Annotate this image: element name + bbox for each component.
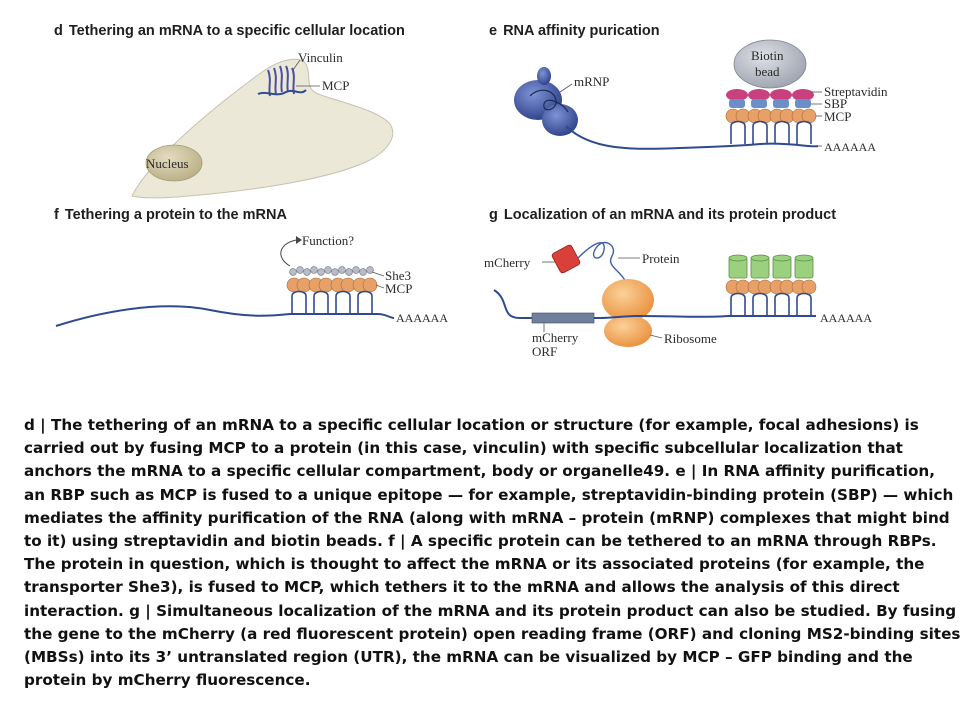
- mcherry-protein: [551, 244, 581, 274]
- panel-d-title: d Tethering an mRNA to a specific cellula…: [54, 23, 405, 39]
- panel-e-title: e RNA affinity purication: [489, 23, 660, 39]
- label-polya: AAAAAA: [396, 311, 448, 325]
- figure-illustration: Vinculin MCP Nucleus mRNP Biotin bead: [55, 39, 888, 359]
- panel-g-diagram: mCherry Protein Ribosome mCherry ORF: [484, 241, 872, 359]
- caption-line: an RBP such as MCP is fused to a unique …: [24, 485, 954, 504]
- panel-e-diagram: mRNP Biotin bead Str: [514, 39, 888, 154]
- biotin-bead: [733, 39, 807, 89]
- caption-line: anchors the mRNA to a specific cellular …: [24, 462, 935, 481]
- stem-loops: [730, 120, 812, 144]
- stem-loops: [291, 290, 373, 314]
- panel-letter: e: [489, 23, 498, 39]
- figure-caption: d | The tethering of an mRNA to a specif…: [24, 414, 961, 692]
- label-mcp: MCP: [322, 78, 349, 93]
- label-mcp: MCP: [824, 109, 851, 124]
- panel-letter: g: [489, 207, 498, 223]
- rna-strand: [257, 89, 307, 96]
- nucleus-shape: [145, 144, 203, 182]
- she3-row: [289, 266, 374, 276]
- caption-line: to it) using streptavidin and biotin bea…: [24, 532, 937, 551]
- rna-strand: [493, 289, 816, 319]
- caption-line: The protein in question, which is though…: [24, 555, 925, 574]
- panel-f-diagram: Function? She3 MCP AAAAAA: [55, 233, 448, 327]
- caption-line: interaction. g | Simultaneous localizati…: [24, 601, 957, 620]
- panel-title-text: RNA affinity purication: [503, 23, 660, 39]
- label-polya: AAAAAA: [824, 140, 876, 154]
- ribosome-large: [602, 279, 654, 321]
- rna-strand: [55, 305, 395, 327]
- label-she3: She3: [385, 268, 411, 283]
- panel-title-text: Localization of an mRNA and its protein …: [503, 207, 837, 223]
- panel-d-diagram: Vinculin MCP Nucleus: [131, 50, 394, 199]
- label-nucleus: Nucleus: [146, 156, 189, 171]
- mrnp-complex: [514, 67, 578, 136]
- label-ribosome: Ribosome: [664, 331, 717, 346]
- mcp-row: [286, 277, 378, 293]
- panel-letter: d: [54, 23, 63, 39]
- label-bead: bead: [755, 64, 780, 79]
- ribosome-small: [604, 315, 652, 347]
- label-mcp: MCP: [385, 281, 412, 296]
- label-vinculin: Vinculin: [298, 50, 343, 65]
- green-protein-row: [728, 254, 814, 279]
- mcp-row: [725, 108, 817, 124]
- caption-line: the gene to the mCherry (a red fluoresce…: [24, 624, 961, 643]
- panel-g-title: g Localization of an mRNA and its protein…: [489, 207, 836, 223]
- panel-f-title: f Tethering a protein to the mRNA: [54, 207, 287, 223]
- panel-letter: f: [54, 207, 59, 223]
- label-mrnp: mRNP: [574, 74, 609, 89]
- panel-title-text: Tethering an mRNA to a specific cellular…: [68, 23, 405, 39]
- label-mcherry: mCherry: [484, 255, 531, 270]
- streptavidin-row: [726, 89, 814, 101]
- caption-line: (MBSs) into its 3’ untranslated region (…: [24, 648, 913, 667]
- mcherry-orf-block: [531, 312, 595, 324]
- label-sbp: SBP: [824, 96, 847, 111]
- caption-line: transporter She3), is fused to MCP, whic…: [24, 578, 900, 597]
- label-biotin: Biotin: [751, 48, 784, 63]
- rna-strand: [565, 125, 819, 150]
- caption-line: carried out by fusing MCP to a protein (…: [24, 439, 903, 458]
- mcp-row: [725, 279, 817, 295]
- sbp-row: [729, 99, 811, 108]
- function-arrow: [280, 239, 297, 267]
- caption-line: mediates the affinity purification of th…: [24, 508, 950, 527]
- caption-line: protein by mCherry fluorescence.: [24, 671, 311, 690]
- label-function: Function?: [302, 233, 354, 248]
- caption-line: d | The tethering of an mRNA to a specif…: [24, 416, 919, 434]
- label-mcherry-orf-1: mCherry: [532, 330, 579, 345]
- label-streptavidin: Streptavidin: [824, 84, 888, 99]
- protein-chain: [577, 241, 627, 283]
- label-mcherry-orf-2: ORF: [532, 344, 557, 359]
- label-polya: AAAAAA: [820, 311, 872, 325]
- stem-loops: [730, 292, 812, 316]
- panel-title-text: Tethering a protein to the mRNA: [64, 207, 287, 223]
- label-protein: Protein: [642, 251, 680, 266]
